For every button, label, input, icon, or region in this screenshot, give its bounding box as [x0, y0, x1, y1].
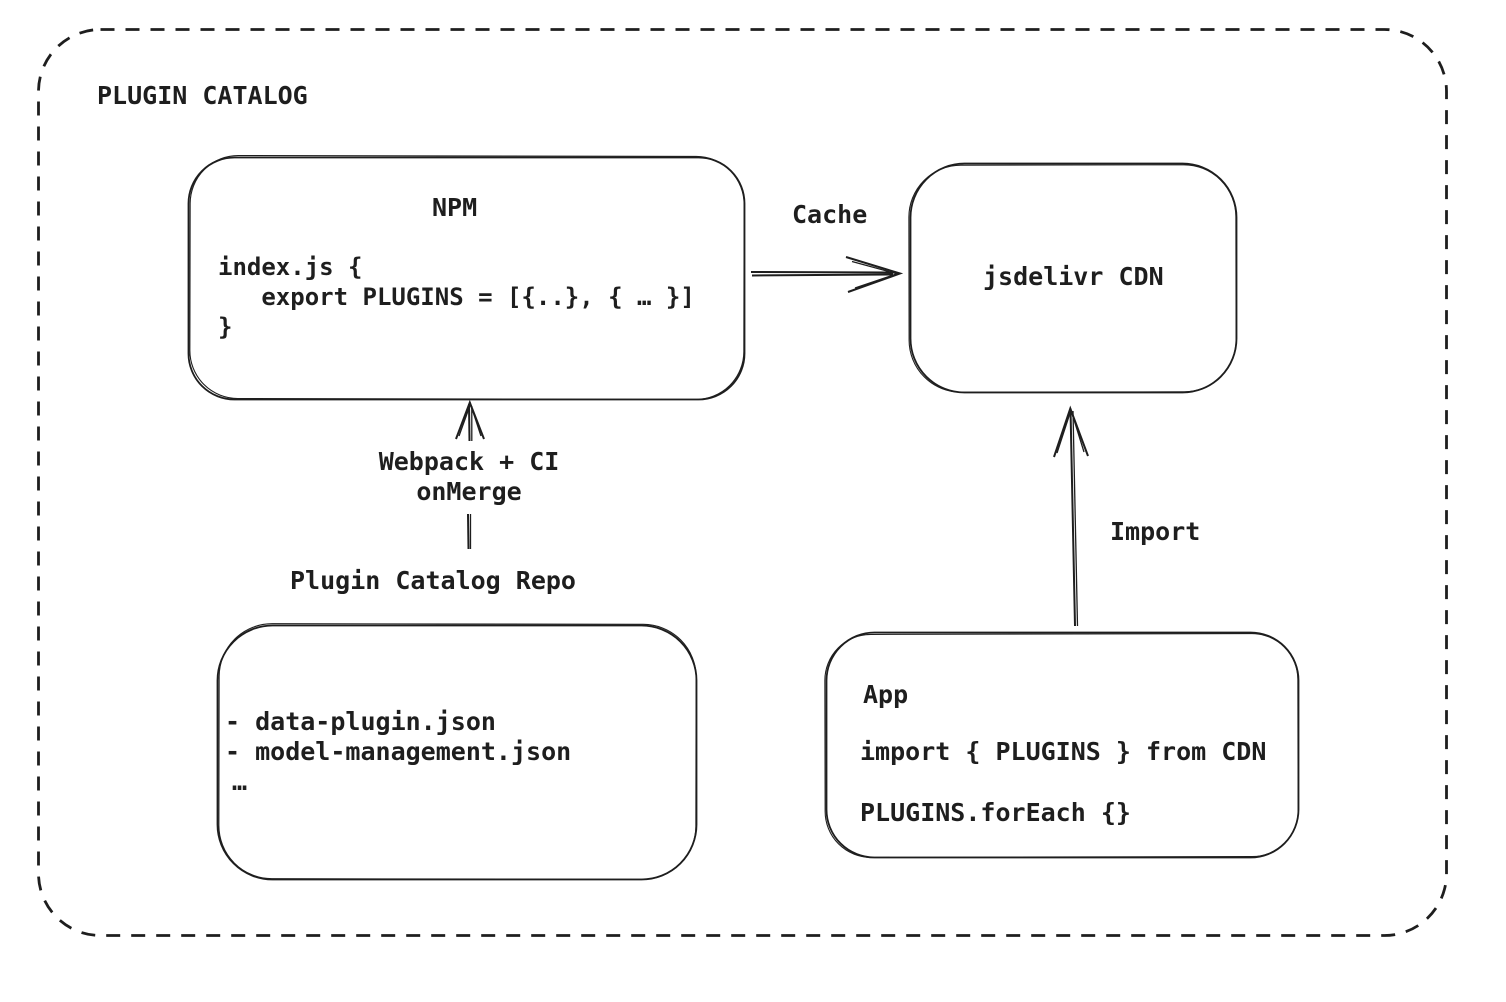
- outer-dashed-border: [37, 28, 1448, 937]
- build-arrow: [455, 399, 485, 550]
- npm-code-line-3: }: [218, 313, 233, 341]
- npm-code-line-2: export PLUGINS = [{..}, { … }]: [218, 283, 695, 311]
- repo-box: [216, 623, 698, 881]
- app-code-line-1: import { PLUGINS } from CDN: [860, 737, 1267, 766]
- repo-label: Plugin Catalog Repo: [290, 566, 576, 595]
- cdn-box: [908, 162, 1238, 394]
- import-edge-label: Import: [1110, 517, 1201, 546]
- npm-label: NPM: [432, 193, 478, 222]
- cache-arrow: [750, 256, 904, 293]
- npm-box: [187, 154, 746, 401]
- app-code-line-2: PLUGINS.forEach {}: [860, 798, 1131, 827]
- repo-item-3: …: [232, 767, 248, 796]
- build-edge-label-line-1: Webpack + CI: [378, 447, 560, 476]
- diagram-title: PLUGIN CATALOG: [97, 81, 308, 110]
- repo-item-2: - model-management.json: [225, 737, 572, 766]
- build-edge-label-line-2: onMerge: [416, 477, 522, 506]
- npm-code-line-1: index.js {: [218, 253, 363, 281]
- cdn-label: jsdelivr CDN: [983, 262, 1164, 291]
- app-label: App: [863, 680, 909, 709]
- cache-edge-label: Cache: [792, 200, 868, 229]
- repo-item-1: - data-plugin.json: [225, 707, 496, 736]
- import-arrow: [1053, 405, 1089, 627]
- app-box: [824, 631, 1300, 859]
